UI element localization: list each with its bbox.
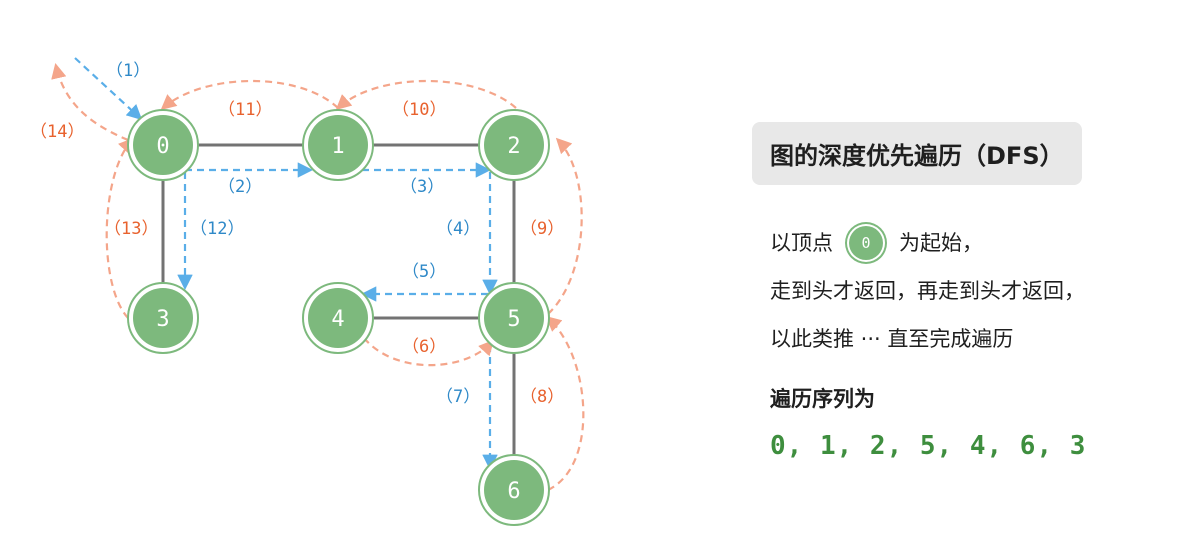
step-label-10: （10） (392, 100, 446, 120)
traversal-arrows (51, 57, 585, 491)
node-5-label: 5 (507, 307, 520, 332)
step-label-6: （6） (402, 337, 446, 357)
description-line-1: 以顶点 0 为起始， (770, 219, 1192, 267)
node-1: 1 (302, 109, 374, 181)
step-label-1: （1） (106, 61, 150, 81)
node-5-disc (484, 288, 544, 348)
step-label-5: （5） (402, 262, 446, 282)
step-9-arrow (547, 137, 583, 315)
node-1-disc (308, 115, 368, 175)
step-10-arrow (335, 80, 517, 111)
node-2-label: 2 (507, 134, 520, 159)
node-4-disc (308, 288, 368, 348)
node-1-label: 1 (331, 134, 344, 159)
node-2-disc (484, 115, 544, 175)
graph-nodes: 0 1 2 3 4 5 6 (127, 109, 550, 526)
line1-prefix: 以顶点 (770, 231, 833, 255)
step-14-arrow (51, 62, 129, 142)
step-label-11: （11） (218, 100, 272, 120)
node-6-label: 6 (507, 479, 520, 504)
node-4-label: 4 (331, 307, 344, 332)
node-0: 0 (127, 109, 199, 181)
node-3: 3 (127, 282, 199, 354)
step-13-arrow (105, 137, 135, 319)
description-line-3: 以此类推 ··· 直至完成遍历 (770, 327, 1014, 351)
description-text: 以顶点 0 为起始， 走到头才返回，再走到头才返回， 以此类推 ··· 直至完成… (752, 219, 1192, 363)
node-6: 6 (478, 454, 550, 526)
step-label-8: （8） (520, 387, 564, 407)
step-label-4: （4） (436, 219, 480, 239)
step-labels: （1） （2） （3） （4） （5） （6） （7） （8） （9） （10）… (30, 61, 564, 407)
traversal-sequence: 0, 1, 2, 5, 4, 6, 3 (770, 431, 1087, 461)
node-4: 4 (302, 282, 374, 354)
panel-title: 图的深度优先遍历（DFS） (752, 122, 1082, 185)
dfs-graph-diagram: （1） （2） （3） （4） （5） （6） （7） （8） （9） （10）… (30, 57, 585, 526)
step-label-2: （2） (218, 177, 262, 197)
step-label-3: （3） (400, 177, 444, 197)
node-3-disc (133, 288, 193, 348)
step-8-arrow (545, 315, 585, 491)
node-0-disc (133, 115, 193, 175)
step-1-arrow (74, 57, 143, 121)
step-label-14: （14） (30, 122, 84, 142)
node-2: 2 (478, 109, 550, 181)
node-0-label: 0 (156, 134, 169, 159)
description-line-2: 走到头才返回，再走到头才返回， (770, 279, 1085, 303)
node-5: 5 (478, 282, 550, 354)
step-label-9: （9） (520, 219, 564, 239)
step-label-13: （13） (104, 219, 158, 239)
step-label-7: （7） (436, 387, 480, 407)
node-3-label: 3 (156, 307, 169, 332)
start-node-badge: 0 (849, 226, 883, 260)
line1-suffix: 为起始， (899, 231, 983, 255)
step-label-12: （12） (190, 219, 244, 239)
node-6-disc (484, 460, 544, 520)
step-6-arrow (363, 337, 495, 367)
description-panel: 图的深度优先遍历（DFS） 以顶点 0 为起始， 走到头才返回，再走到头才返回，… (752, 122, 1192, 461)
sequence-title: 遍历序列为 (770, 387, 875, 411)
